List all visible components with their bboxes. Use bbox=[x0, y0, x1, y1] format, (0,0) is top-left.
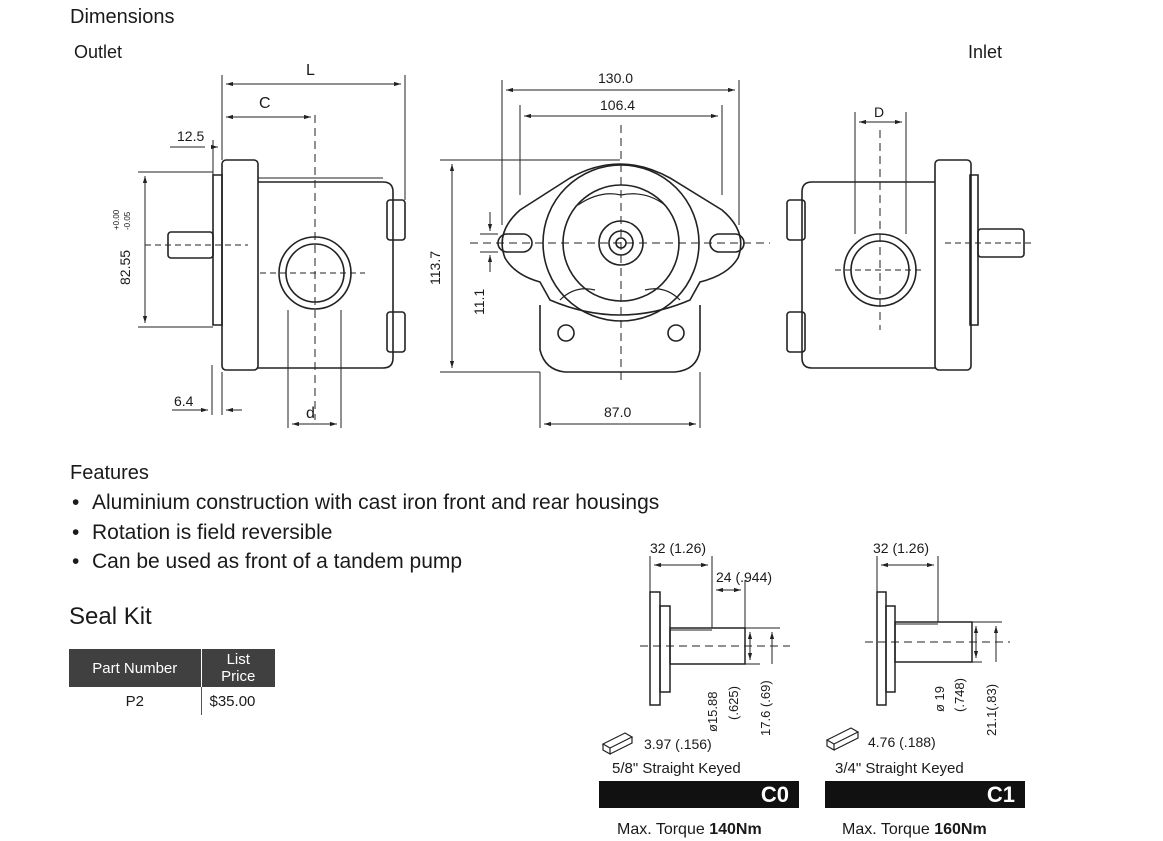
dim-D: D bbox=[874, 104, 884, 120]
features-list: Aluminium construction with cast iron fr… bbox=[72, 488, 659, 577]
shaft-c1-key-size: 4.76 (.188) bbox=[868, 734, 936, 750]
shaft-c1-torque-label: Max. Torque bbox=[842, 821, 930, 838]
dim-82-55: 82.55 bbox=[117, 250, 133, 285]
features-title: Features bbox=[70, 462, 149, 484]
dim-82-55-tol-minus: -0.05 bbox=[123, 211, 132, 230]
shaft-c1-diameter-in: (.748) bbox=[952, 678, 967, 712]
shaft-c1-length: 32 (1.26) bbox=[873, 540, 929, 556]
shaft-c1-dimension-lines bbox=[876, 556, 1002, 663]
dim-106-4: 106.4 bbox=[600, 97, 635, 113]
dim-130: 130.0 bbox=[598, 70, 633, 86]
table-header-row: Part Number List Price bbox=[69, 649, 275, 687]
dim-C: C bbox=[259, 95, 271, 112]
shaft-c0-caption: 5/8" Straight Keyed bbox=[612, 760, 741, 777]
shaft-c0-diameter: ø15.88 bbox=[705, 692, 720, 732]
dim-11-1: 11.1 bbox=[471, 289, 487, 315]
dim-82-55-tol-plus: +0.00 bbox=[112, 209, 121, 230]
shaft-c1-torque-value: 160Nm bbox=[934, 821, 987, 838]
shaft-c1-height: 21.1(.83) bbox=[984, 684, 999, 736]
shaft-c0-length: 32 (1.26) bbox=[650, 540, 706, 556]
front-dimension-lines bbox=[440, 80, 740, 428]
column-header-list-price: List Price bbox=[200, 649, 275, 687]
outlet-side-view bbox=[145, 115, 406, 420]
feature-item: Rotation is field reversible bbox=[72, 518, 659, 548]
inlet-dimension-lines bbox=[854, 112, 907, 234]
shaft-c0-diameter-in: (.625) bbox=[726, 686, 741, 720]
dim-113-7: 113.7 bbox=[427, 251, 443, 285]
outlet-label: Outlet bbox=[74, 42, 123, 62]
shaft-c0-dimension-lines bbox=[649, 556, 780, 665]
inlet-side-view bbox=[786, 130, 1035, 371]
front-view bbox=[470, 125, 770, 380]
dim-6-4: 6.4 bbox=[174, 393, 194, 409]
shaft-c1-code-bar: C1 bbox=[825, 781, 1025, 808]
key-icon-c0 bbox=[601, 732, 634, 756]
dim-d: d bbox=[306, 405, 315, 422]
seal-kit-table: Part Number List Price P2 $35.00 bbox=[69, 649, 275, 715]
shaft-c1-code: C1 bbox=[986, 782, 1015, 807]
seal-kit-title: Seal Kit bbox=[69, 603, 152, 630]
shaft-c0-torque-label: Max. Torque bbox=[617, 821, 705, 838]
shaft-c0-code-bar: C0 bbox=[599, 781, 799, 808]
dim-87: 87.0 bbox=[604, 404, 631, 420]
dim-12-5: 12.5 bbox=[177, 128, 204, 144]
dimensions-title: Dimensions bbox=[70, 6, 175, 28]
shaft-c0-key-size: 3.97 (.156) bbox=[644, 736, 712, 752]
cell-part-number: P2 bbox=[125, 692, 144, 710]
column-header-part-number: Part Number bbox=[69, 649, 201, 687]
key-icon-c1 bbox=[825, 727, 860, 752]
shaft-c0-code: C0 bbox=[760, 782, 789, 807]
outlet-dimension-lines bbox=[138, 75, 406, 428]
dim-L: L bbox=[306, 62, 315, 79]
shaft-c0-height: 17.6 (.69) bbox=[758, 680, 773, 736]
feature-item: Can be used as front of a tandem pump bbox=[72, 547, 659, 577]
table-row: P2 $35.00 bbox=[69, 687, 275, 715]
shaft-c1-torque: Max. Torque 160Nm bbox=[842, 821, 987, 839]
shaft-c0-torque-value: 140Nm bbox=[709, 821, 762, 838]
shaft-c0-key-length: 24 (.944) bbox=[716, 569, 772, 585]
shaft-c1-caption: 3/4" Straight Keyed bbox=[835, 760, 964, 777]
shaft-c0-torque: Max. Torque 140Nm bbox=[617, 821, 762, 839]
inlet-label: Inlet bbox=[968, 42, 1003, 62]
shaft-c1-diameter: ø 19 bbox=[932, 686, 947, 712]
cell-list-price: $35.00 bbox=[200, 687, 275, 715]
feature-item: Aluminium construction with cast iron fr… bbox=[72, 488, 659, 518]
